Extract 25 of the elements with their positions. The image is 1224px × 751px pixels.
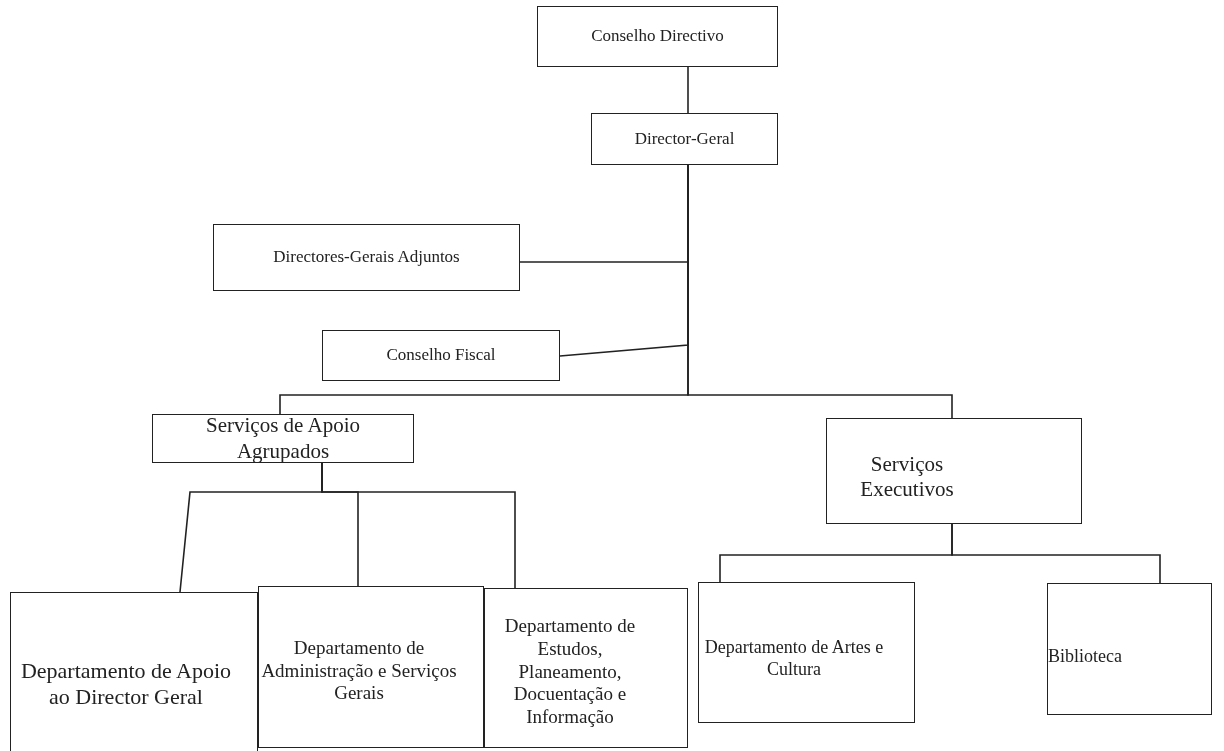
box-label: Directores-Gerais Adjuntos: [273, 247, 460, 268]
box-label: Departamento de Administração e Serviços Gerais: [260, 636, 458, 706]
box-label: Biblioteca: [1048, 646, 1122, 668]
org-box: [591, 113, 778, 165]
org-box: [484, 588, 688, 748]
org-box: [698, 582, 915, 723]
box-label: Director-Geral: [634, 128, 735, 150]
connector-line: [687, 66, 689, 114]
box-label: Serviços Executivos: [859, 451, 955, 503]
org-box: [152, 414, 414, 463]
box-label: Conselho Directivo: [591, 26, 724, 47]
org-box: [213, 224, 520, 291]
org-box: [537, 6, 778, 67]
connector-line: [951, 523, 1161, 584]
box-label: Departamento de Artes e Cultura: [703, 636, 885, 681]
box-label: Departamento de Apoio ao Director Geral: [19, 657, 233, 711]
box-label: Departamento de Estudos, Planeamento, Docuentação e Informação: [503, 615, 637, 729]
org-box: [322, 330, 560, 381]
box-label: Serviços de Apoio Agrupados: [205, 413, 361, 464]
connector-line: [321, 462, 516, 589]
org-box: [10, 592, 258, 751]
org-box: [258, 586, 484, 748]
org-box: [826, 418, 1082, 524]
org-box: [1047, 583, 1212, 715]
box-label: Conselho Fiscal: [386, 345, 496, 366]
